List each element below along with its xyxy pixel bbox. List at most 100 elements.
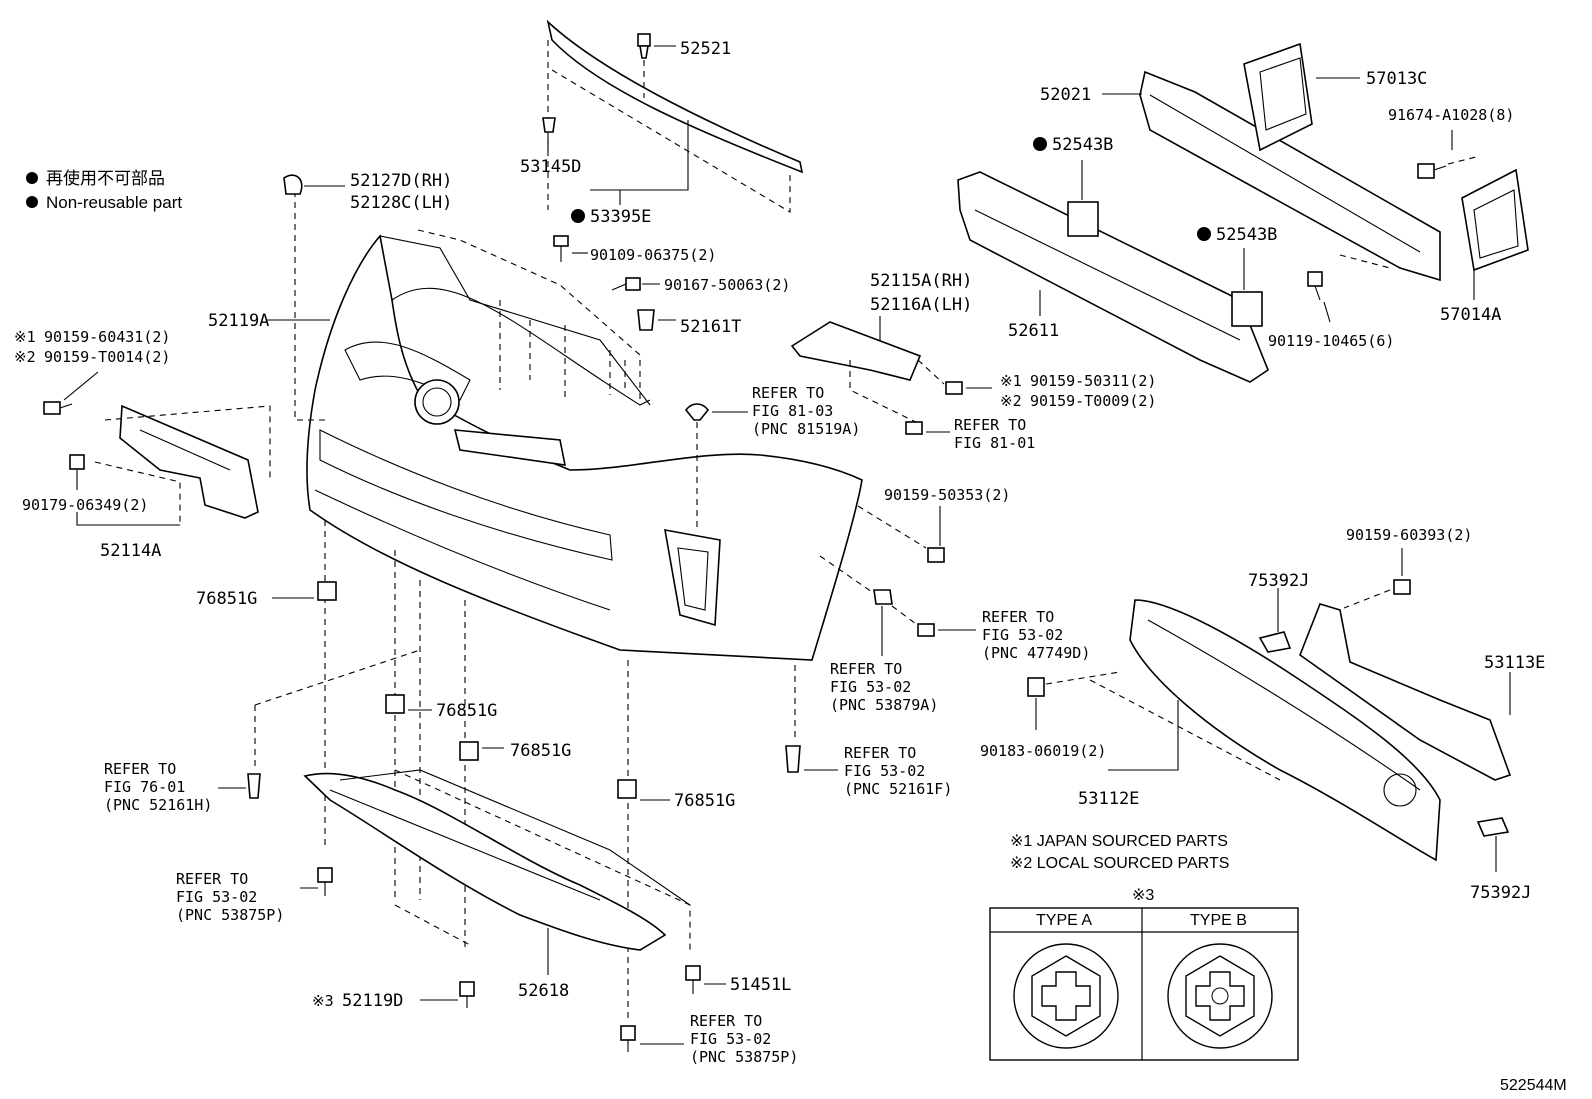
- label-76851g-b: 76851G: [436, 701, 497, 721]
- clip-53145d: [542, 117, 556, 150]
- ref-line: (PNC 53875P): [690, 1048, 798, 1066]
- bolt-ref-47749d: [891, 605, 976, 637]
- bracket-leader: [76, 512, 180, 526]
- license-bracket-52114a: [94, 404, 271, 525]
- label-90183: 90183-06019(2): [980, 742, 1106, 760]
- ref-line: (PNC 52161H): [104, 796, 212, 814]
- bracket-57014a: [1461, 168, 1529, 300]
- legend: 再使用不可部品 Non-reusable part: [26, 168, 182, 212]
- ref-line: REFER TO: [982, 608, 1054, 626]
- non-reusable-dot-icon: [26, 172, 38, 184]
- clip-75392j-b: [1476, 817, 1510, 872]
- label-75392j-a: 75392J: [1248, 571, 1309, 591]
- source-notes: ※1 JAPAN SOURCED PARTS ※2 LOCAL SOURCED …: [1010, 833, 1247, 929]
- ref-line: REFER TO: [830, 660, 902, 678]
- ref-53-02-53875p-b: REFER TO FIG 53-02 (PNC 53875P): [690, 1012, 798, 1066]
- clip-90179: [69, 454, 85, 490]
- label-90159-t0009: 90159-T0009(2): [1030, 392, 1156, 410]
- ref-line: FIG 53-02: [690, 1030, 771, 1048]
- type-table: [989, 907, 1299, 1061]
- ref-line: REFER TO: [844, 744, 916, 762]
- clip-52161f: [785, 745, 838, 773]
- clip-76851g-d: [617, 779, 670, 801]
- clip-76851g-c: [459, 741, 504, 761]
- label-52116a: 52116A(LH): [870, 295, 972, 315]
- label-52543b-a: 52543B: [1052, 135, 1113, 155]
- bracket-57013c: [1243, 42, 1360, 152]
- label-52128c: 52128C(LH): [350, 193, 452, 213]
- label-52543b-b: 52543B: [1216, 225, 1277, 245]
- bolt-52119d: [420, 981, 475, 1008]
- ref-line: REFER TO: [954, 416, 1026, 434]
- label-91674: 91674-A1028(8): [1388, 106, 1514, 124]
- bumper-cover-52119a: [294, 180, 863, 1020]
- ref-53-02-53875p-a: REFER TO FIG 53-02 (PNC 53875P): [176, 870, 284, 924]
- mark-1: ※1: [14, 328, 36, 346]
- label-52119a: 52119A: [208, 311, 269, 331]
- label-90159-60393: 90159-60393(2): [1346, 526, 1472, 544]
- label-90119: 90119-10465(6): [1268, 332, 1394, 350]
- bolt-90159-50311: [917, 359, 992, 395]
- note-local-sourced: ※2 LOCAL SOURCED PARTS: [1010, 855, 1229, 872]
- bolt-91674: [1417, 130, 1481, 179]
- mark-2: ※2: [14, 348, 36, 366]
- reinforcement-52021: [1102, 70, 1441, 282]
- ref-53-02-52161f: REFER TO FIG 53-02 (PNC 52161F): [844, 744, 952, 798]
- label-90159-t0014: 90159-T0014(2): [44, 348, 170, 366]
- note-type-mark: ※3: [1132, 887, 1154, 904]
- bolt-ref-81-01: [905, 421, 950, 435]
- side-retainer-52115a: [790, 316, 922, 425]
- cap-52127d: [283, 174, 345, 195]
- label-53112e: 53112E: [1078, 789, 1139, 809]
- clip-52161t: [637, 309, 676, 331]
- label-53145d: 53145D: [520, 157, 581, 177]
- clip-90183: [1027, 671, 1121, 730]
- grille-bracket-53113e: [1299, 603, 1512, 781]
- bolt-90167: [611, 277, 660, 291]
- ref-line: FIG 53-02: [830, 678, 911, 696]
- figure-id: 522544M: [1500, 1077, 1567, 1094]
- label-51451l: 51451L: [730, 975, 791, 995]
- label-53113e: 53113E: [1484, 653, 1545, 673]
- ref-line: REFER TO: [176, 870, 248, 888]
- label-90159-60431: 90159-60431(2): [44, 328, 170, 346]
- label-57013c: 57013C: [1366, 69, 1427, 89]
- bolt-51451l: [685, 965, 726, 994]
- label-52119d: 52119D: [342, 991, 403, 1011]
- ref-line: FIG 53-02: [844, 762, 925, 780]
- refer-blocks: REFER TO FIG 81-03 (PNC 81519A) REFER TO…: [104, 384, 1090, 1066]
- bolt-53875p-a: [300, 867, 333, 896]
- ref-76-01-52161h: REFER TO FIG 76-01 (PNC 52161H): [104, 760, 212, 814]
- ref-line: REFER TO: [752, 384, 824, 402]
- label-90159-50311: 90159-50311(2): [1030, 372, 1156, 390]
- ref-line: FIG 81-03: [752, 402, 833, 420]
- label-52115a: 52115A(RH): [870, 271, 972, 291]
- pad-52543b-b: [1231, 248, 1263, 327]
- ref-line: (PNC 47749D): [982, 644, 1090, 662]
- label-52127d: 52127D(RH): [350, 171, 452, 191]
- non-reusable-dot-icon: [1197, 227, 1211, 241]
- type-b-screw-icon: [1167, 943, 1273, 1049]
- type-b-header: TYPE B: [1190, 912, 1247, 929]
- label-90109: 90109-06375(2): [590, 246, 716, 264]
- ref-line: FIG 81-01: [954, 434, 1035, 452]
- bolt-90159-60431: [43, 371, 99, 415]
- type-a-header: TYPE A: [1036, 912, 1092, 929]
- lower-grille-53112e: [1089, 599, 1441, 862]
- ref-line: (PNC 81519A): [752, 420, 860, 438]
- ref-81-01: REFER TO FIG 81-01: [954, 416, 1035, 452]
- non-reusable-dot-icon: [1033, 137, 1047, 151]
- label-52521: 52521: [680, 39, 731, 59]
- label-52611: 52611: [1008, 321, 1059, 341]
- non-reusable-dot-icon: [26, 196, 38, 208]
- under-cover-52618: [254, 649, 691, 975]
- type-a-screw-icon: [1013, 943, 1119, 1049]
- ref-81-03: REFER TO FIG 81-03 (PNC 81519A): [712, 384, 860, 438]
- label-53395e: 53395E: [590, 207, 651, 227]
- clip-ref-53879a: [819, 555, 893, 656]
- upper-retainer-53395e: [546, 19, 804, 213]
- bolt-53875p-b: [620, 1025, 684, 1052]
- bolt-90159-50353: [857, 505, 945, 563]
- label-75392j-b: 75392J: [1470, 883, 1531, 903]
